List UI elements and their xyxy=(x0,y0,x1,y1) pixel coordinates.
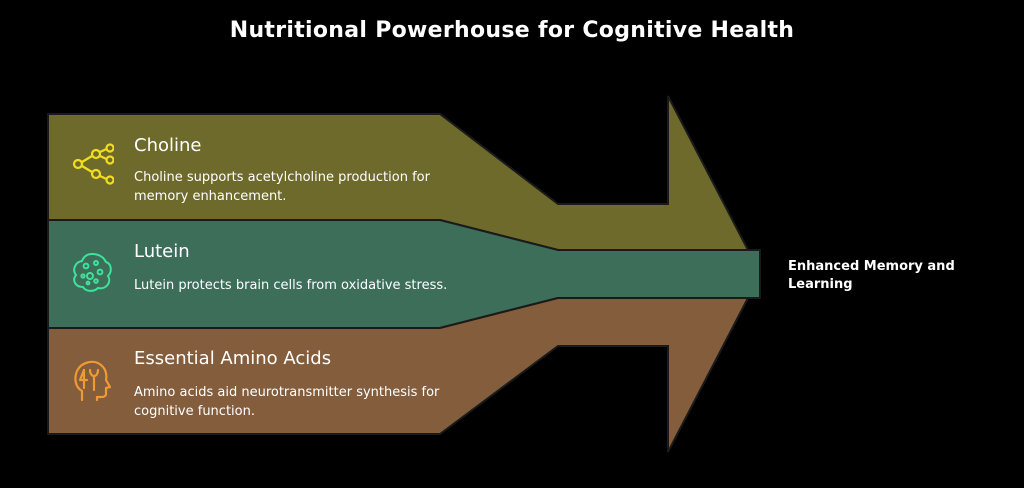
diagram-title: Nutritional Powerhouse for Cognitive Hea… xyxy=(229,18,795,43)
molecule-network-icon xyxy=(72,143,114,185)
amino-acids-title: Essential Amino Acids xyxy=(134,348,332,369)
choline-title: Choline xyxy=(134,135,202,156)
choline-description: Choline supports acetylcholine productio… xyxy=(134,170,430,204)
lutein-description: Lutein protects brain cells from oxidati… xyxy=(134,278,448,293)
head-brain-icon xyxy=(74,360,112,402)
amino-acids-description: Amino acids aid neurotransmitter synthes… xyxy=(134,385,440,419)
cell-icon xyxy=(73,252,112,292)
lutein-title: Lutein xyxy=(134,241,190,262)
band-amino-acids xyxy=(47,297,750,453)
outcome-label: Enhanced Memory and Learning xyxy=(788,259,955,292)
